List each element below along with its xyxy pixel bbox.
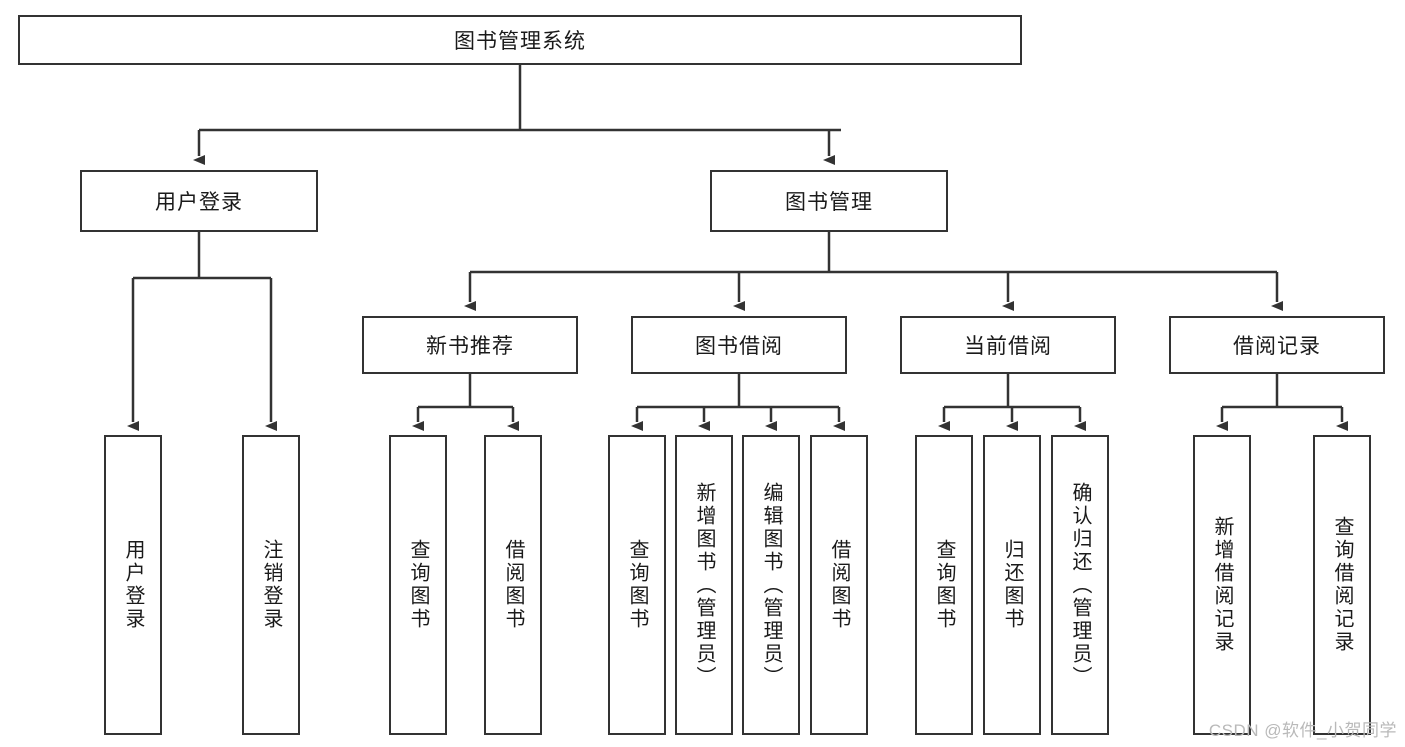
node-leaf-borrow-book-2[interactable]: 借阅图书: [810, 435, 868, 735]
node-borrow-record[interactable]: 借阅记录: [1169, 316, 1385, 374]
node-leaf-return-book-label: 归还图书: [1001, 539, 1023, 631]
node-leaf-user-login[interactable]: 用户登录: [104, 435, 162, 735]
node-user-login-label: 用户登录: [155, 191, 243, 214]
node-book-borrow[interactable]: 图书借阅: [631, 316, 847, 374]
node-leaf-add-book[interactable]: 新增图书（管理员）: [675, 435, 733, 735]
node-user-login[interactable]: 用户登录: [80, 170, 318, 232]
node-leaf-query-record-label: 查询借阅记录: [1331, 516, 1353, 654]
node-current-borrow-label: 当前借阅: [964, 335, 1052, 358]
node-book-manage[interactable]: 图书管理: [710, 170, 948, 232]
node-leaf-borrow-book-1[interactable]: 借阅图书: [484, 435, 542, 735]
node-leaf-query-record[interactable]: 查询借阅记录: [1313, 435, 1371, 735]
node-book-borrow-label: 图书借阅: [695, 335, 783, 358]
node-leaf-user-login-label: 用户登录: [122, 539, 144, 631]
node-root[interactable]: 图书管理系统: [18, 15, 1022, 65]
node-leaf-query-book-3[interactable]: 查询图书: [915, 435, 973, 735]
node-leaf-confirm-return-label: 确认归还（管理员）: [1069, 481, 1091, 689]
node-leaf-edit-book-label: 编辑图书（管理员）: [760, 481, 782, 689]
node-leaf-return-book[interactable]: 归还图书: [983, 435, 1041, 735]
node-new-book-rec-label: 新书推荐: [426, 335, 514, 358]
node-leaf-query-book-2-label: 查询图书: [626, 539, 648, 631]
node-root-label: 图书管理系统: [454, 30, 586, 53]
node-leaf-user-logout[interactable]: 注销登录: [242, 435, 300, 735]
node-leaf-edit-book[interactable]: 编辑图书（管理员）: [742, 435, 800, 735]
node-leaf-borrow-book-2-label: 借阅图书: [828, 539, 850, 631]
node-book-manage-label: 图书管理: [785, 191, 873, 214]
node-leaf-add-record[interactable]: 新增借阅记录: [1193, 435, 1251, 735]
node-leaf-query-book-3-label: 查询图书: [933, 539, 955, 631]
watermark: CSDN @软件_小贺同学: [1208, 721, 1397, 740]
node-leaf-query-book-1-label: 查询图书: [407, 539, 429, 631]
node-leaf-confirm-return[interactable]: 确认归还（管理员）: [1051, 435, 1109, 735]
node-leaf-query-book-2[interactable]: 查询图书: [608, 435, 666, 735]
node-leaf-add-record-label: 新增借阅记录: [1211, 516, 1233, 654]
node-leaf-add-book-label: 新增图书（管理员）: [693, 481, 715, 689]
node-leaf-borrow-book-1-label: 借阅图书: [502, 539, 524, 631]
node-leaf-user-logout-label: 注销登录: [260, 539, 282, 631]
node-current-borrow[interactable]: 当前借阅: [900, 316, 1116, 374]
node-borrow-record-label: 借阅记录: [1233, 335, 1321, 358]
node-new-book-rec[interactable]: 新书推荐: [362, 316, 578, 374]
node-leaf-query-book-1[interactable]: 查询图书: [389, 435, 447, 735]
